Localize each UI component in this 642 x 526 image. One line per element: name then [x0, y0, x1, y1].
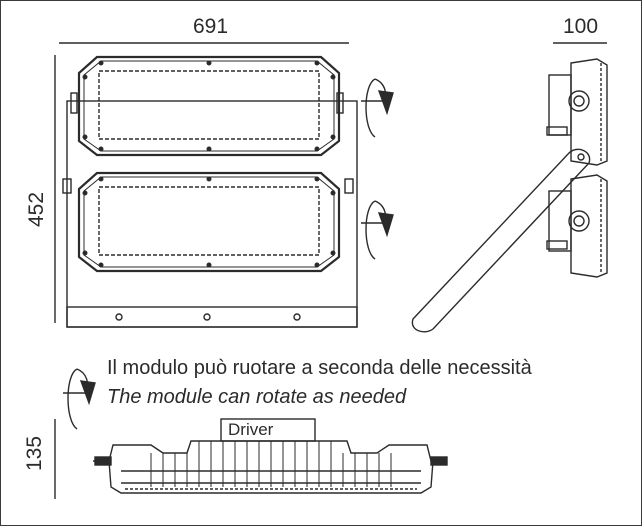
driver-label: Driver: [228, 420, 274, 439]
rotation-icon-top: [361, 78, 394, 138]
rotation-icon-note: [63, 368, 96, 430]
rotation-note-italian: Il modulo può ruotare a seconda delle ne…: [107, 357, 532, 379]
height-dimension-label: 452: [25, 191, 48, 227]
rotation-note-english: The module can rotate as needed: [107, 386, 407, 408]
section-height-dimension-label: 135: [23, 435, 46, 471]
rotation-icon-bottom: [361, 200, 394, 260]
front-view: [62, 55, 358, 328]
side-view: [411, 58, 608, 333]
bottom-module: [77, 171, 341, 273]
section-view: [93, 418, 448, 494]
bracket-base: [66, 306, 358, 328]
mounting-bracket: [66, 100, 358, 328]
width-dimension-label: 691: [193, 15, 229, 38]
depth-dimension-label: 100: [563, 15, 599, 38]
top-module: [77, 55, 341, 157]
